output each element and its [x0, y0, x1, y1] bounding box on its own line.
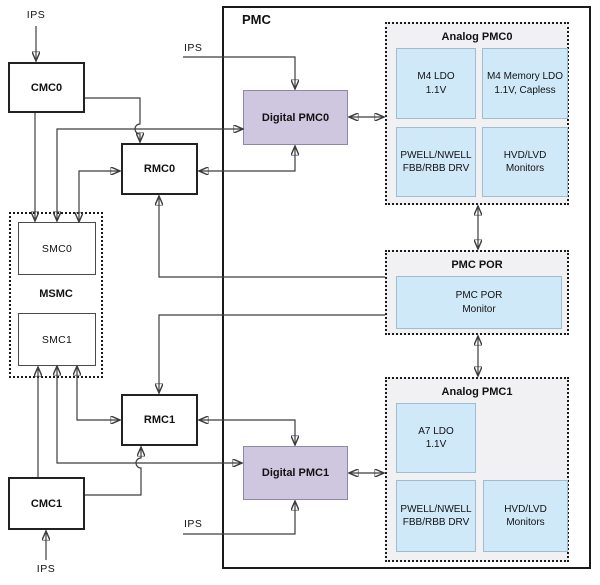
- m4-memory-ldo-label: M4 Memory LDO: [486, 71, 564, 82]
- cmc0-box: CMC0: [8, 62, 85, 113]
- conn-cmc0-to-rmc0: [85, 97, 140, 142]
- a7-ldo-label: A7 LDO: [418, 425, 454, 437]
- m4-memory-ldo-box: M4 Memory LDO 1.1V, Capless: [482, 48, 568, 119]
- pwell-nwell-drv0-box: PWELL/NWELL FBB/RBB DRV: [396, 127, 476, 197]
- smc1-label: SMC1: [41, 333, 73, 346]
- monitors0-label: Monitors: [505, 163, 545, 174]
- hvd-lvd0-label: HVD/LVD: [503, 149, 547, 161]
- digital-pmc0-label: Digital PMC0: [261, 111, 330, 124]
- ips-label-top-left: IPS: [26, 9, 46, 21]
- pwell-nwell-drv1-box: PWELL/NWELL FBB/RBB DRV: [396, 480, 476, 552]
- monitors1-label: Monitors: [506, 517, 545, 528]
- msmc-label: MSMC: [39, 288, 73, 300]
- conn-cmc1-to-rmc1: [85, 447, 141, 496]
- ips-label-bottom-left: IPS: [36, 563, 56, 575]
- rmc1-label: RMC1: [143, 414, 176, 426]
- rmc0-label: RMC0: [143, 163, 176, 175]
- rmc0-box: RMC0: [121, 143, 198, 195]
- cmc0-label: CMC0: [30, 81, 63, 94]
- pmc-por-panel: PMC POR PMC POR Monitor: [385, 250, 569, 335]
- digital-pmc0-box: Digital PMC0: [243, 90, 348, 145]
- m4-memory-ldo-voltage: 1.1V, Capless: [494, 84, 556, 96]
- analog-pmc1-panel: Analog PMC1 A7 LDO 1.1V PWELL/NWELL FBB/…: [385, 377, 569, 562]
- hvd-lvd1-label: HVD/LVD: [504, 503, 547, 515]
- hvd-lvd-monitors1-box: HVD/LVD Monitors: [483, 480, 568, 552]
- cmc1-label: CMC1: [30, 497, 63, 510]
- smc1-box: SMC1: [18, 313, 96, 366]
- analog-pmc0-title: Analog PMC0: [441, 31, 513, 43]
- m4-ldo-label: M4 LDO: [417, 71, 455, 82]
- fbb-rbb-drv0-label: FBB/RBB DRV: [402, 163, 470, 174]
- smc0-box: SMC0: [18, 222, 96, 275]
- analog-pmc0-panel: Analog PMC0 M4 LDO 1.1V M4 Memory LDO 1.…: [385, 22, 569, 205]
- digital-pmc1-box: Digital PMC1: [243, 446, 348, 500]
- pmc-por-monitor-box: PMC POR Monitor: [396, 276, 562, 329]
- analog-pmc1-title: Analog PMC1: [441, 386, 513, 398]
- pmc-por-monitor-label1: PMC POR: [455, 290, 503, 301]
- pmc-title: PMC: [242, 12, 271, 27]
- smc0-label: SMC0: [41, 242, 73, 255]
- m4-ldo-box: M4 LDO 1.1V: [396, 48, 476, 119]
- hvd-lvd-monitors0-box: HVD/LVD Monitors: [482, 127, 568, 197]
- a7-ldo-box: A7 LDO 1.1V: [396, 403, 476, 473]
- ips-label-top-mid: IPS: [184, 42, 203, 54]
- pwell-nwell1-label: PWELL/NWELL: [400, 503, 472, 515]
- cmc1-box: CMC1: [8, 477, 85, 530]
- a7-ldo-voltage: 1.1V: [425, 439, 447, 450]
- digital-pmc1-label: Digital PMC1: [261, 467, 330, 479]
- pmc-por-monitor-label2: Monitor: [462, 303, 496, 315]
- fbb-rbb-drv1-label: FBB/RBB DRV: [402, 517, 470, 528]
- rmc1-box: RMC1: [121, 394, 198, 446]
- ips-label-bottom-mid: IPS: [184, 518, 203, 530]
- pmc-por-title: PMC POR: [451, 259, 503, 271]
- m4-ldo-voltage: 1.1V: [425, 84, 447, 96]
- pwell-nwell0-label: PWELL/NWELL: [400, 149, 472, 161]
